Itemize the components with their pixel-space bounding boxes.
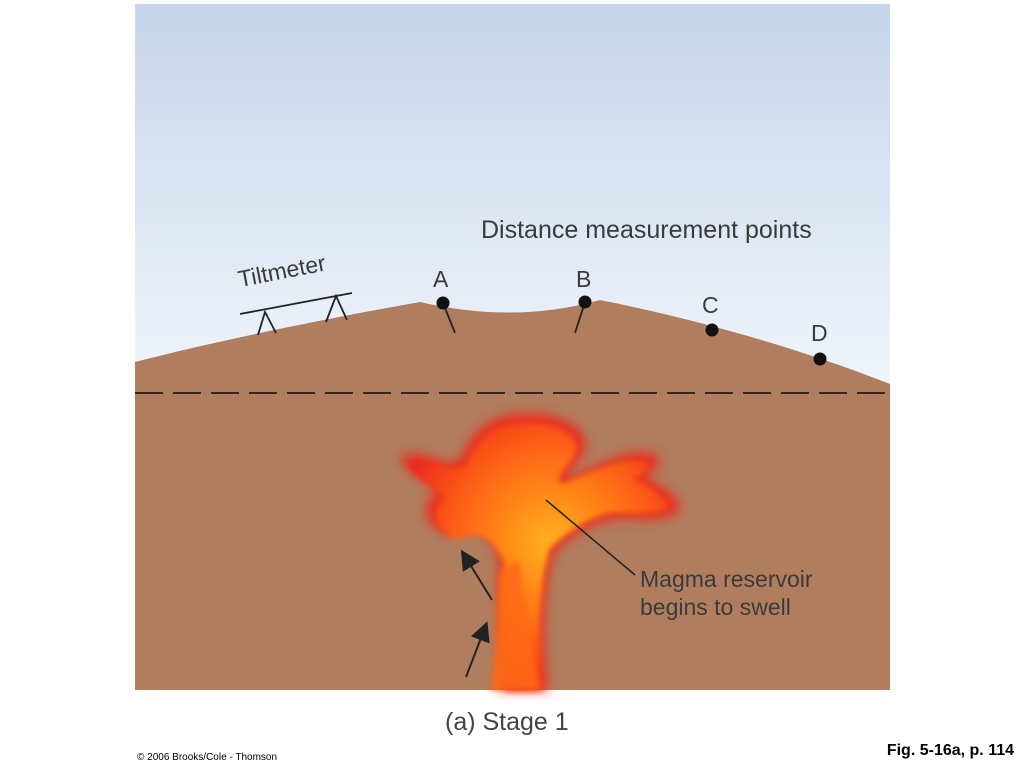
magma-label-line1: Magma reservoir bbox=[640, 566, 813, 592]
figure-caption: (a) Stage 1 bbox=[445, 708, 569, 736]
tiltmeter-icon bbox=[239, 292, 353, 336]
measurement-point-a bbox=[436, 296, 456, 334]
magma-conduit bbox=[490, 560, 540, 690]
rising-arrow-lower bbox=[465, 621, 490, 678]
distance-points-label: Distance measurement points bbox=[481, 216, 812, 244]
figure-reference: Fig. 5-16a, p. 114 bbox=[886, 742, 1014, 759]
magma-reservoir bbox=[399, 413, 680, 690]
copyright-notice: © 2006 Brooks/Cole - Thomson bbox=[137, 752, 278, 763]
point-a-label: A bbox=[433, 266, 449, 292]
measurement-point-d bbox=[813, 352, 827, 366]
measurement-point-c bbox=[705, 323, 719, 337]
point-b-label: B bbox=[576, 266, 592, 292]
measurement-point-b bbox=[574, 295, 592, 334]
point-c-label: C bbox=[702, 292, 719, 318]
rising-arrow-upper bbox=[460, 549, 493, 601]
magma-leader-line bbox=[545, 499, 636, 576]
point-d-label: D bbox=[811, 320, 828, 346]
magma-label-line2: begins to swell bbox=[640, 594, 791, 620]
